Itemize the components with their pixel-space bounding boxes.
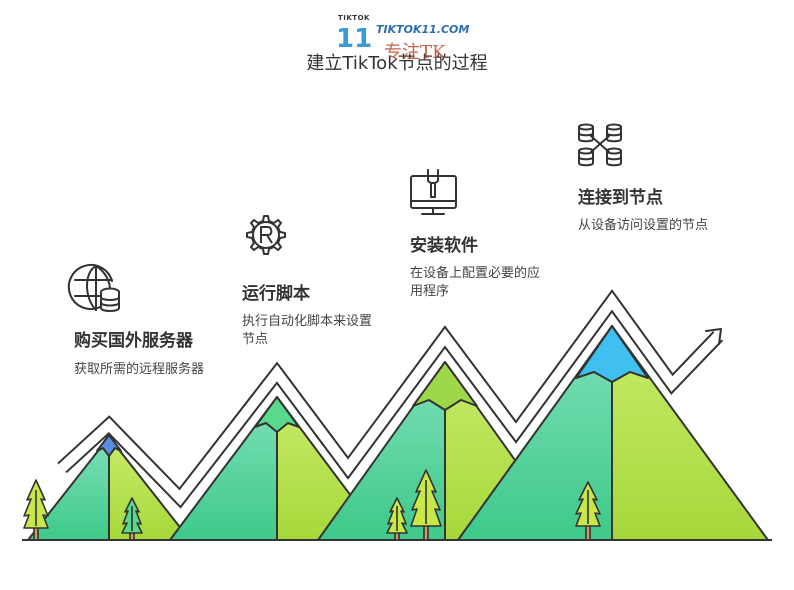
mountain-2-snowcap: [254, 396, 300, 433]
tree-2: [121, 497, 143, 541]
step-3-description: 在设备上配置必要的应用程序: [410, 266, 541, 299]
progress-path: [57, 289, 724, 509]
tree-1: [23, 479, 49, 541]
step-4-title: 连接到节点: [578, 188, 663, 208]
step-1-description: 获取所需的远程服务器: [74, 362, 205, 377]
globe-database-icon: [67, 264, 120, 312]
step-1-title: 购买国外服务器: [74, 331, 193, 351]
mountain-3-snowcap: [412, 361, 478, 411]
watermark-logo: TIKTOK 11 TIKTOK11.COM 专注TK: [336, 14, 470, 63]
step-3-title: 安装软件: [410, 236, 478, 256]
monitor-wrench-icon: [410, 169, 457, 215]
watermark-brand: TIKTOK: [338, 14, 370, 22]
step-4-description: 从设备访问设置的节点: [578, 218, 709, 233]
step-2-description: 执行自动化脚本来设置节点: [242, 314, 373, 347]
diagram-title: 建立TikTok节点的过程: [306, 53, 488, 74]
network-databases-icon: [578, 123, 622, 167]
mountain-4-snowcap: [575, 325, 649, 383]
progress-arrowhead: [705, 328, 722, 345]
tree-5: [575, 481, 601, 541]
tree-4: [410, 469, 442, 541]
tree-3: [386, 497, 408, 541]
mountain-4: [457, 325, 769, 541]
mountain-1-snowcap: [96, 434, 122, 457]
watermark-chinese: 专注TK: [384, 42, 446, 63]
step-2-title: 运行脚本: [242, 284, 310, 304]
watermark-site: TIKTOK11.COM: [376, 23, 470, 36]
watermark-number: 11: [336, 24, 373, 54]
registered-gear-icon: [246, 215, 286, 255]
